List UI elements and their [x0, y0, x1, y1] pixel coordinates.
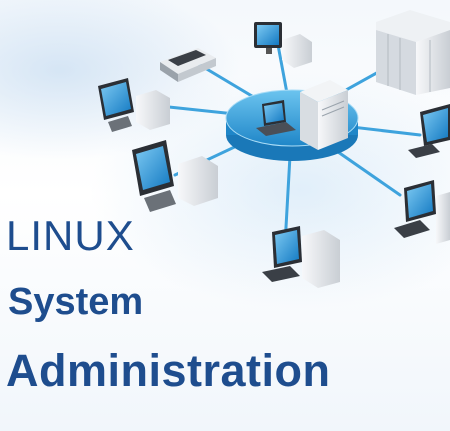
title-system: System — [8, 281, 144, 323]
desktop-computer-icon — [254, 22, 312, 68]
laptop-icon — [256, 100, 296, 136]
title-linux: LINUX — [6, 212, 135, 259]
server-icon — [300, 80, 348, 150]
server-rack-icon — [376, 10, 450, 95]
desktop-computer-icon — [394, 180, 450, 244]
printer-icon — [160, 48, 216, 82]
desktop-computer-icon — [408, 104, 450, 158]
desktop-computer-icon — [132, 140, 218, 212]
desktop-computer-icon — [262, 226, 340, 288]
title-administration: Administration — [6, 345, 331, 396]
desktop-computer-icon — [98, 78, 170, 132]
